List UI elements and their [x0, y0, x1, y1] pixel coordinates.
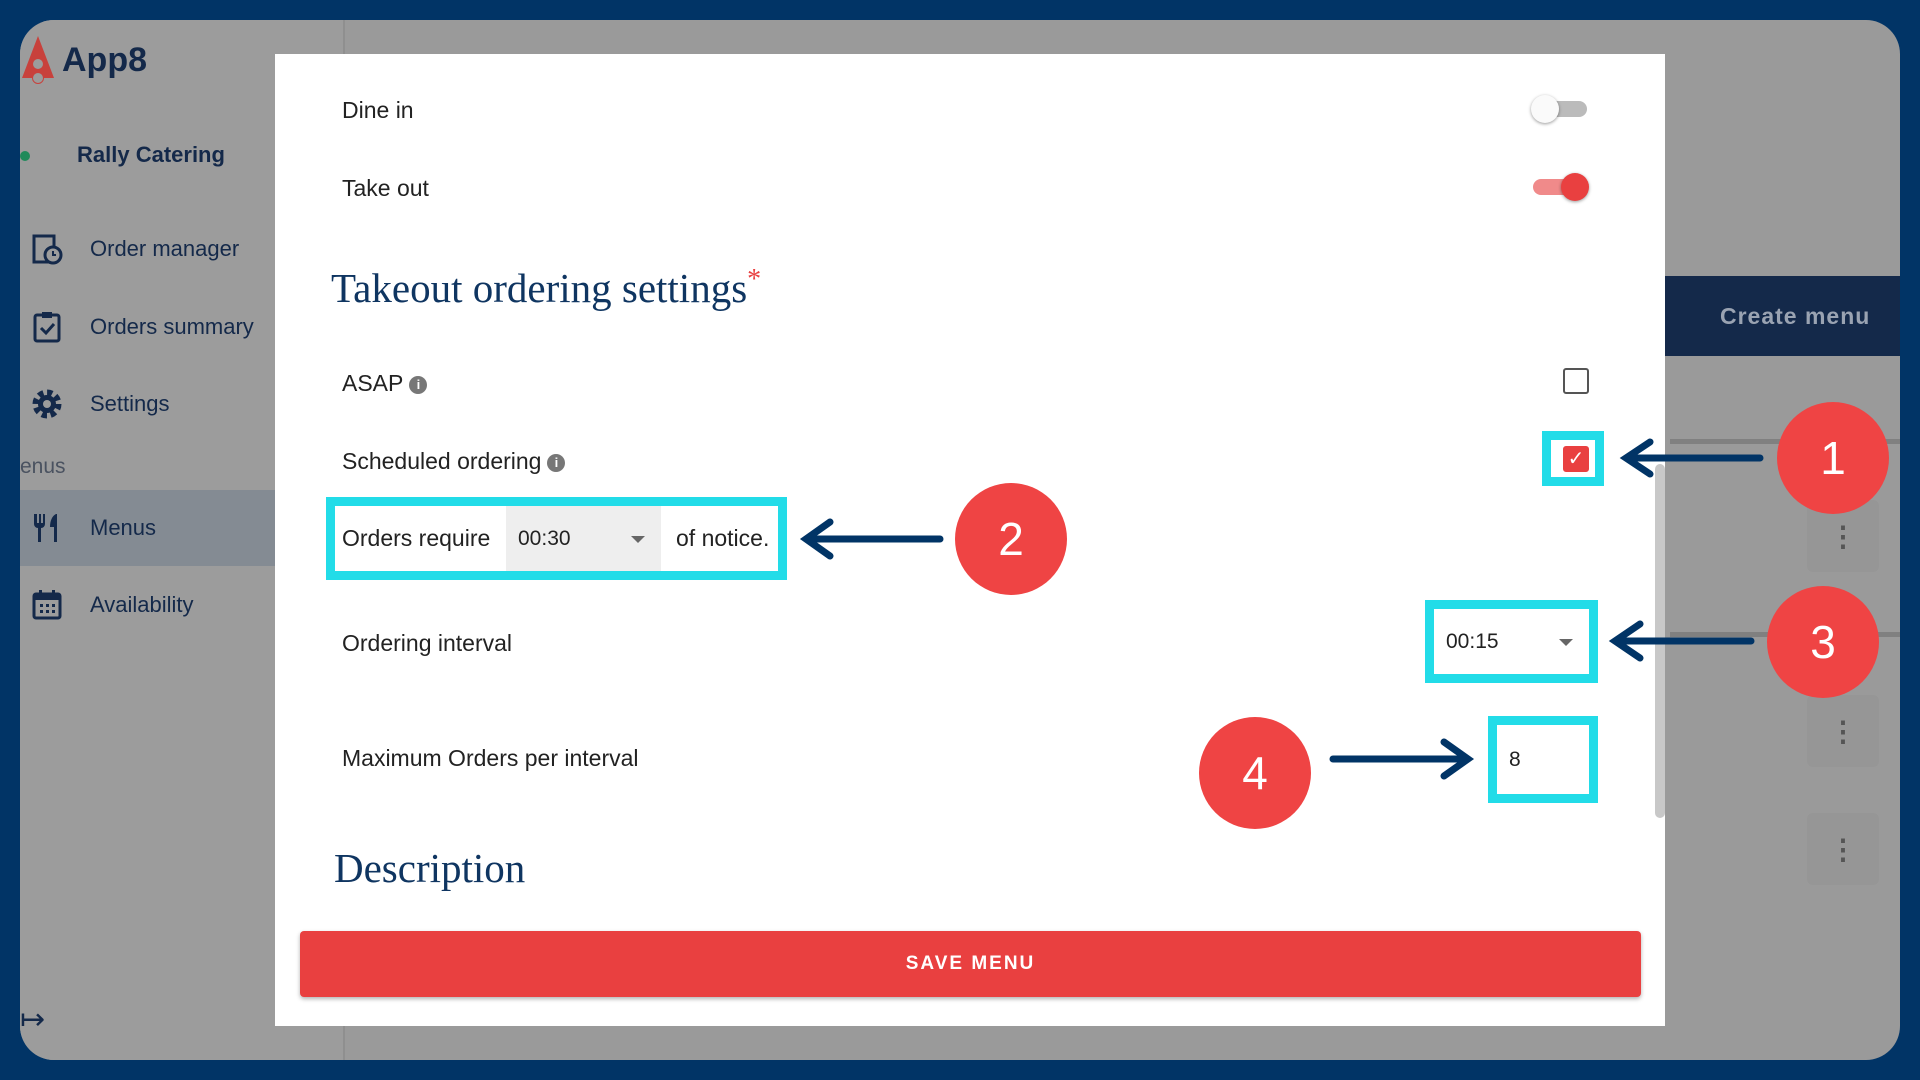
info-icon[interactable]: i	[547, 453, 566, 472]
save-menu-label: SAVE MENU	[905, 953, 1036, 974]
caret-down-icon	[631, 535, 645, 543]
take-out-label: Take out	[342, 175, 429, 201]
business-name[interactable]: Rally Catering	[77, 142, 225, 167]
highlight-box	[1425, 600, 1598, 683]
sidebar-item-order-manager[interactable]: Order manager	[20, 219, 345, 279]
clipboard-check-icon	[33, 312, 61, 343]
annotation-badge-2: 2	[955, 483, 1067, 595]
sidebar-item-label: Order manager	[90, 236, 240, 261]
sidebar-item-label: Availability	[90, 592, 194, 617]
notice-select[interactable]: 00:30	[506, 506, 661, 571]
notice-value: 00:30	[518, 526, 571, 550]
annotation-badge-3: 3	[1767, 586, 1879, 698]
logo: App8	[20, 34, 147, 86]
app-name: App8	[62, 40, 147, 79]
notice-prefix: Orders require	[342, 525, 491, 551]
notice-suffix: of notice.	[676, 525, 770, 551]
dine-in-toggle[interactable]	[1531, 95, 1587, 123]
asap-checkbox[interactable]	[1563, 368, 1589, 394]
gear-icon	[32, 389, 62, 419]
interval-value: 00:15	[1446, 629, 1499, 653]
caret-down-icon	[1559, 638, 1573, 646]
rocket-logo-icon	[22, 36, 54, 84]
max-orders-input[interactable]: 8	[1497, 725, 1589, 794]
more-options-icon[interactable]: ⋮	[1807, 813, 1879, 885]
sidebar-item-settings[interactable]: Settings	[20, 374, 345, 434]
sidebar-item-availability[interactable]: Availability	[20, 575, 345, 635]
sidebar-item-label: Settings	[90, 391, 170, 416]
create-menu-label: Create menu	[1720, 302, 1871, 329]
modal-scrollbar[interactable]	[1655, 464, 1665, 818]
description-heading: Description	[334, 845, 526, 891]
ordering-interval-select[interactable]: 00:15	[1434, 609, 1589, 674]
highlight-box	[326, 497, 787, 580]
max-orders-label: Maximum Orders per interval	[342, 745, 639, 771]
dine-in-label: Dine in	[342, 97, 414, 123]
annotation-badge-4: 4	[1199, 717, 1311, 829]
sidebar-item-label: Orders summary	[90, 314, 254, 339]
ordering-interval-label: Ordering interval	[342, 630, 513, 656]
info-icon[interactable]: i	[409, 375, 428, 394]
sidebar-item-label: Menus	[90, 515, 157, 540]
takeout-settings-heading: Takeout ordering settings*	[331, 264, 762, 311]
utensils-icon	[34, 514, 57, 542]
annotation-badge-1: 1	[1777, 402, 1889, 514]
status-dot	[20, 151, 30, 161]
logout-icon[interactable]: ↦	[20, 1003, 46, 1036]
section-label: enus	[20, 455, 66, 478]
save-menu-button[interactable]: SAVE MENU	[300, 931, 1641, 997]
calendar-icon	[32, 590, 62, 620]
highlight-box	[1542, 431, 1604, 486]
more-options-icon[interactable]: ⋮	[1807, 695, 1879, 767]
order-manager-icon	[32, 234, 63, 265]
sidebar-item-orders-summary[interactable]: Orders summary	[20, 297, 345, 357]
max-orders-value: 8	[1509, 747, 1521, 771]
create-menu-button[interactable]: Create menu	[1665, 276, 1900, 356]
scheduled-ordering-checkbox[interactable]: ✓	[1563, 446, 1589, 472]
highlight-box	[1488, 716, 1598, 803]
take-out-toggle[interactable]	[1533, 173, 1589, 201]
